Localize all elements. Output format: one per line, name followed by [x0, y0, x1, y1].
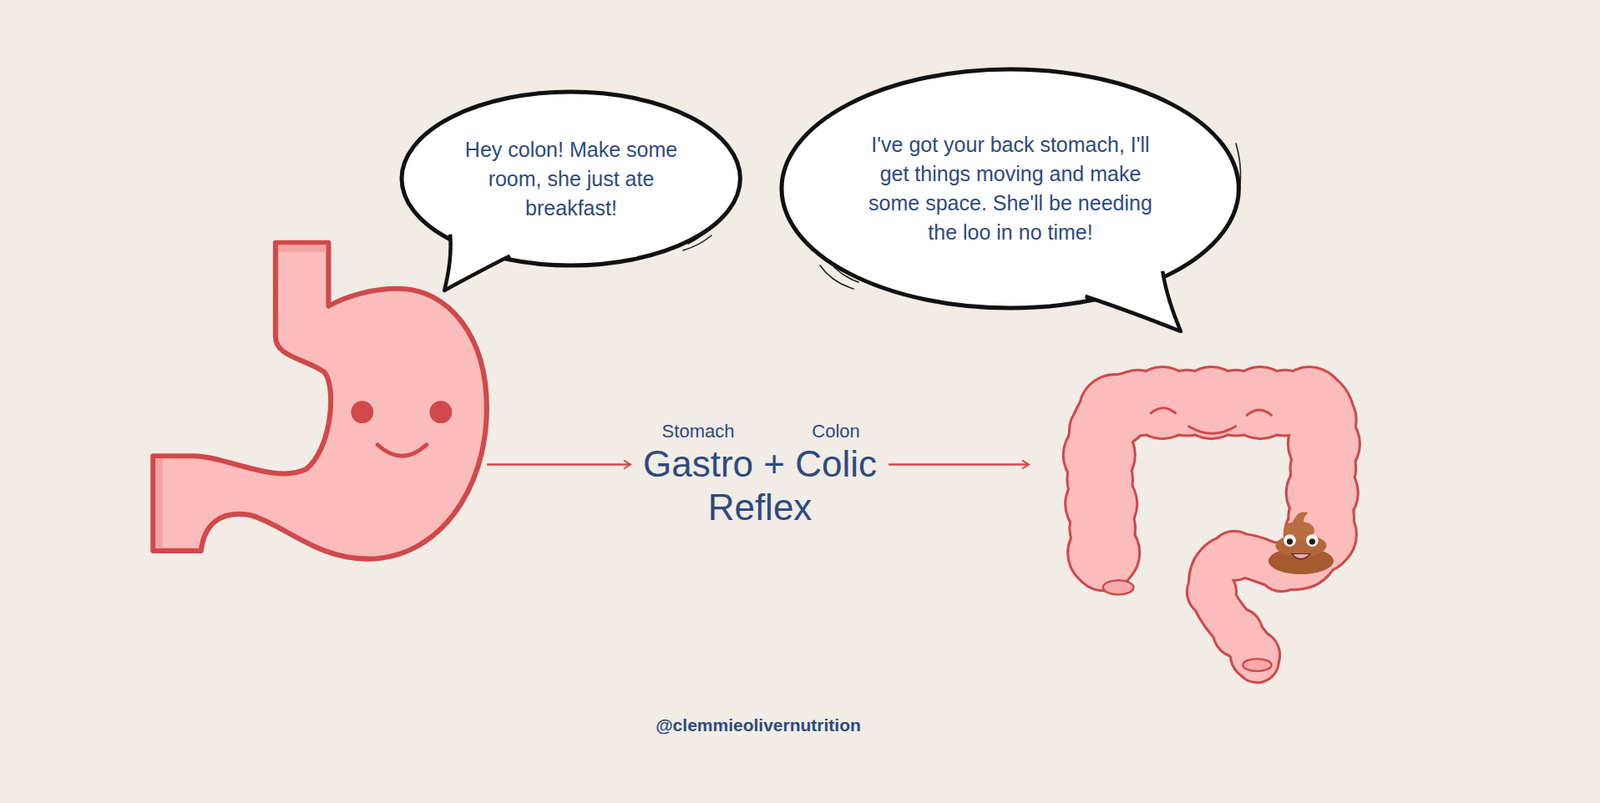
handle-watermark: @clemmieolivernutrition: [655, 715, 861, 736]
duodenum-opening: [155, 458, 163, 549]
colon-eye: [1150, 408, 1175, 414]
stomach-illustration: [152, 243, 1362, 682]
speech-bubble: Hey colon! Make some room, she just ate …: [399, 89, 743, 269]
stomach-eye: [429, 400, 452, 424]
colon-fill: [1064, 368, 1359, 679]
organ-label: Stomach: [662, 420, 735, 442]
speech-bubble: I've got your back stomach, I'll get thi…: [779, 66, 1241, 311]
colon-end: [1103, 580, 1135, 595]
stomach-outline: [152, 243, 487, 560]
colon-smile: [1189, 426, 1236, 435]
bubble-text: I've got your back stomach, I'll get thi…: [855, 130, 1165, 248]
colon-end: [1242, 658, 1271, 672]
stomach-smile: [377, 445, 427, 456]
term-title: Gastro + Colic Reflex: [588, 442, 932, 530]
bubble-text: Hey colon! Make some room, she just ate …: [458, 135, 684, 223]
colon-bump: [1231, 632, 1279, 679]
bubble-body: [781, 69, 1239, 309]
stomach-eye: [350, 400, 374, 424]
bubble-tail: [1085, 271, 1181, 332]
organ-label: Colon: [811, 420, 860, 442]
flow-arrow: [888, 463, 1029, 466]
poop-emoji: [1268, 511, 1334, 575]
flow-arrow: [486, 463, 631, 466]
bubble-outline: [779, 66, 1241, 311]
colon-outline: [1062, 365, 1362, 682]
esophagus-opening: [278, 244, 326, 253]
colon-eye: [1246, 410, 1271, 416]
bubble-tail: [444, 234, 511, 291]
